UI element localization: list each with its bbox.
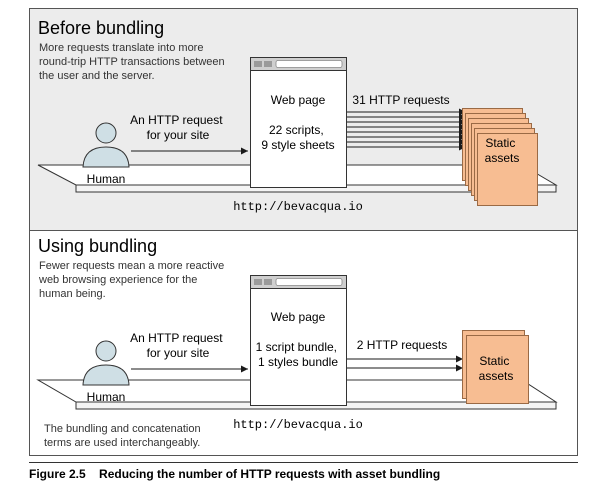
figure-caption: Figure 2.5 Reducing the number of HTTP r…	[29, 462, 578, 481]
caption-text: Figure 2.5 Reducing the number of HTTP r…	[29, 467, 440, 481]
webpage-title: Web page	[271, 93, 326, 107]
assets-label: Static assets	[485, 136, 520, 165]
http-requests-arrows	[347, 355, 463, 372]
assets-label: Static assets	[479, 354, 514, 383]
request-label: An HTTP request for your site	[130, 113, 226, 142]
bundling-note: The bundling and concatenation terms are…	[44, 423, 204, 449]
url-text: http://bevacqua.io	[233, 200, 363, 214]
human-icon	[82, 122, 130, 168]
human-icon	[82, 340, 130, 386]
before-bundling-panel: Before bundling More requests translate …	[29, 8, 578, 231]
url-text: http://bevacqua.io	[233, 418, 363, 432]
webpage-title: Web page	[271, 310, 326, 324]
static-assets-stack	[462, 108, 538, 206]
caption-title: Reducing the number of HTTP requests wit…	[99, 467, 440, 481]
http-requests-arrows	[347, 108, 466, 151]
static-asset-sheet	[466, 335, 529, 404]
after-description: Fewer requests mean a more reactive web …	[38, 260, 227, 300]
floor-platform-edge	[75, 184, 557, 193]
webpage-window	[250, 275, 347, 406]
after-title: Using bundling	[38, 236, 157, 256]
using-bundling-panel: Using bundling Fewer requests mean a mor…	[29, 230, 578, 456]
static-assets-stack	[462, 330, 529, 404]
human-label: Human	[87, 172, 126, 186]
webpage-content: 1 script bundle, 1 styles bundle	[256, 340, 341, 369]
webpage-window	[250, 57, 347, 188]
requests-label: 2 HTTP requests	[357, 338, 447, 352]
caption-number: Figure 2.5	[29, 467, 86, 481]
human-label: Human	[87, 390, 126, 404]
static-asset-sheet	[477, 133, 538, 206]
request-label: An HTTP request for your site	[130, 331, 226, 360]
before-description: More requests translate into more round-…	[39, 42, 228, 82]
requests-label: 31 HTTP requests	[352, 93, 449, 107]
webpage-content: 22 scripts, 9 style sheets	[261, 123, 334, 152]
before-title: Before bundling	[38, 18, 164, 38]
